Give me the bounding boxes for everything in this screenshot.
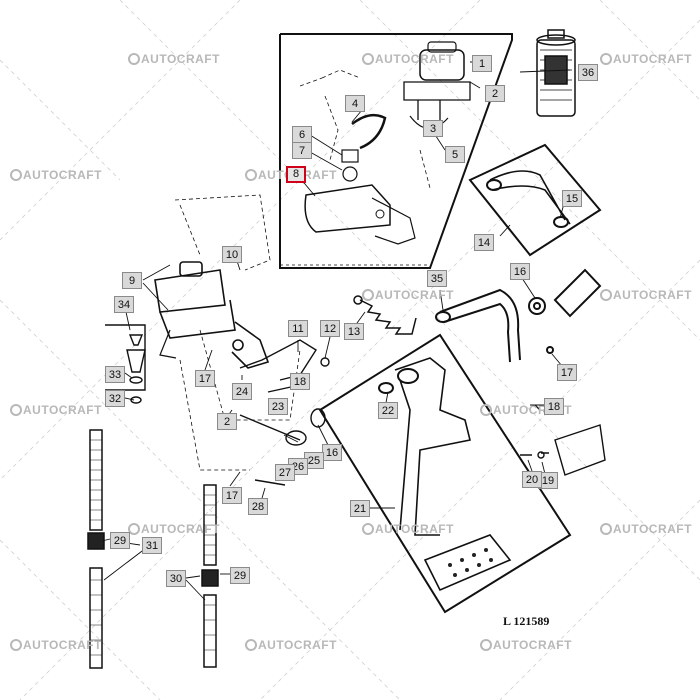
callout-6[interactable]: 6 <box>292 126 312 143</box>
callout-19[interactable]: 19 <box>538 472 558 489</box>
callout-18-a[interactable]: 18 <box>290 373 310 390</box>
drawing-reference-number: L 121589 <box>503 614 550 628</box>
pedal-arm <box>435 268 602 363</box>
callout-12[interactable]: 12 <box>320 320 340 337</box>
callout-22[interactable]: 22 <box>378 402 398 419</box>
callout-24[interactable]: 24 <box>232 383 252 400</box>
watermark: AUTOCRAFT <box>128 522 220 536</box>
callout-16-a[interactable]: 16 <box>510 263 530 280</box>
callout-4[interactable]: 4 <box>345 95 365 112</box>
callout-2-b[interactable]: 2 <box>217 413 237 430</box>
brake-valve-fitting <box>105 324 146 404</box>
watermark: AUTOCRAFT <box>362 288 454 302</box>
callout-21[interactable]: 21 <box>350 500 370 517</box>
watermark: AUTOCRAFT <box>10 168 102 182</box>
callout-32[interactable]: 32 <box>105 390 125 407</box>
watermark: AUTOCRAFT <box>10 638 102 652</box>
watermark: AUTOCRAFT <box>480 638 572 652</box>
callout-11[interactable]: 11 <box>288 320 308 337</box>
brake-lines <box>87 429 219 669</box>
pedal-assembly-box <box>318 333 572 614</box>
callout-23[interactable]: 23 <box>268 398 288 415</box>
callout-17-b[interactable]: 17 <box>557 364 577 381</box>
callout-9[interactable]: 9 <box>122 272 142 289</box>
callout-7[interactable]: 7 <box>292 142 312 159</box>
callout-33[interactable]: 33 <box>105 366 125 383</box>
callout-3[interactable]: 3 <box>423 120 443 137</box>
oil-can <box>536 29 576 117</box>
watermark: AUTOCRAFT <box>600 52 692 66</box>
callout-27[interactable]: 27 <box>275 464 295 481</box>
callout-36[interactable]: 36 <box>578 64 598 81</box>
callout-25[interactable]: 25 <box>304 452 324 469</box>
watermark: AUTOCRAFT <box>128 52 220 66</box>
callout-34[interactable]: 34 <box>114 296 134 313</box>
callout-17-c[interactable]: 17 <box>222 487 242 504</box>
watermark: AUTOCRAFT <box>600 522 692 536</box>
callout-18-b[interactable]: 18 <box>544 398 564 415</box>
callout-1[interactable]: 1 <box>472 55 492 72</box>
callout-31[interactable]: 31 <box>142 537 162 554</box>
callout-20[interactable]: 20 <box>522 471 542 488</box>
callout-2[interactable]: 2 <box>485 85 505 102</box>
callout-29-a[interactable]: 29 <box>110 532 130 549</box>
watermark: AUTOCRAFT <box>362 52 454 66</box>
callout-10[interactable]: 10 <box>222 246 242 263</box>
watermark: AUTOCRAFT <box>362 522 454 536</box>
callout-16-b[interactable]: 16 <box>322 444 342 461</box>
callout-5[interactable]: 5 <box>445 146 465 163</box>
callout-15[interactable]: 15 <box>562 190 582 207</box>
callout-35[interactable]: 35 <box>427 270 447 287</box>
switch-bracket <box>520 404 606 476</box>
watermark: AUTOCRAFT <box>600 288 692 302</box>
callout-17-a[interactable]: 17 <box>195 370 215 387</box>
callout-29-b[interactable]: 29 <box>230 567 250 584</box>
watermark: AUTOCRAFT <box>245 638 337 652</box>
watermark: AUTOCRAFT <box>10 403 102 417</box>
pedal-arm-inset <box>468 143 602 257</box>
inset-box <box>279 33 513 269</box>
master-cylinder <box>154 194 301 471</box>
return-spring <box>353 295 417 335</box>
callout-14[interactable]: 14 <box>474 234 494 251</box>
callout-8-highlighted[interactable]: 8 <box>286 166 306 183</box>
callout-30[interactable]: 30 <box>166 570 186 587</box>
callout-28[interactable]: 28 <box>248 498 268 515</box>
callout-13[interactable]: 13 <box>344 323 364 340</box>
